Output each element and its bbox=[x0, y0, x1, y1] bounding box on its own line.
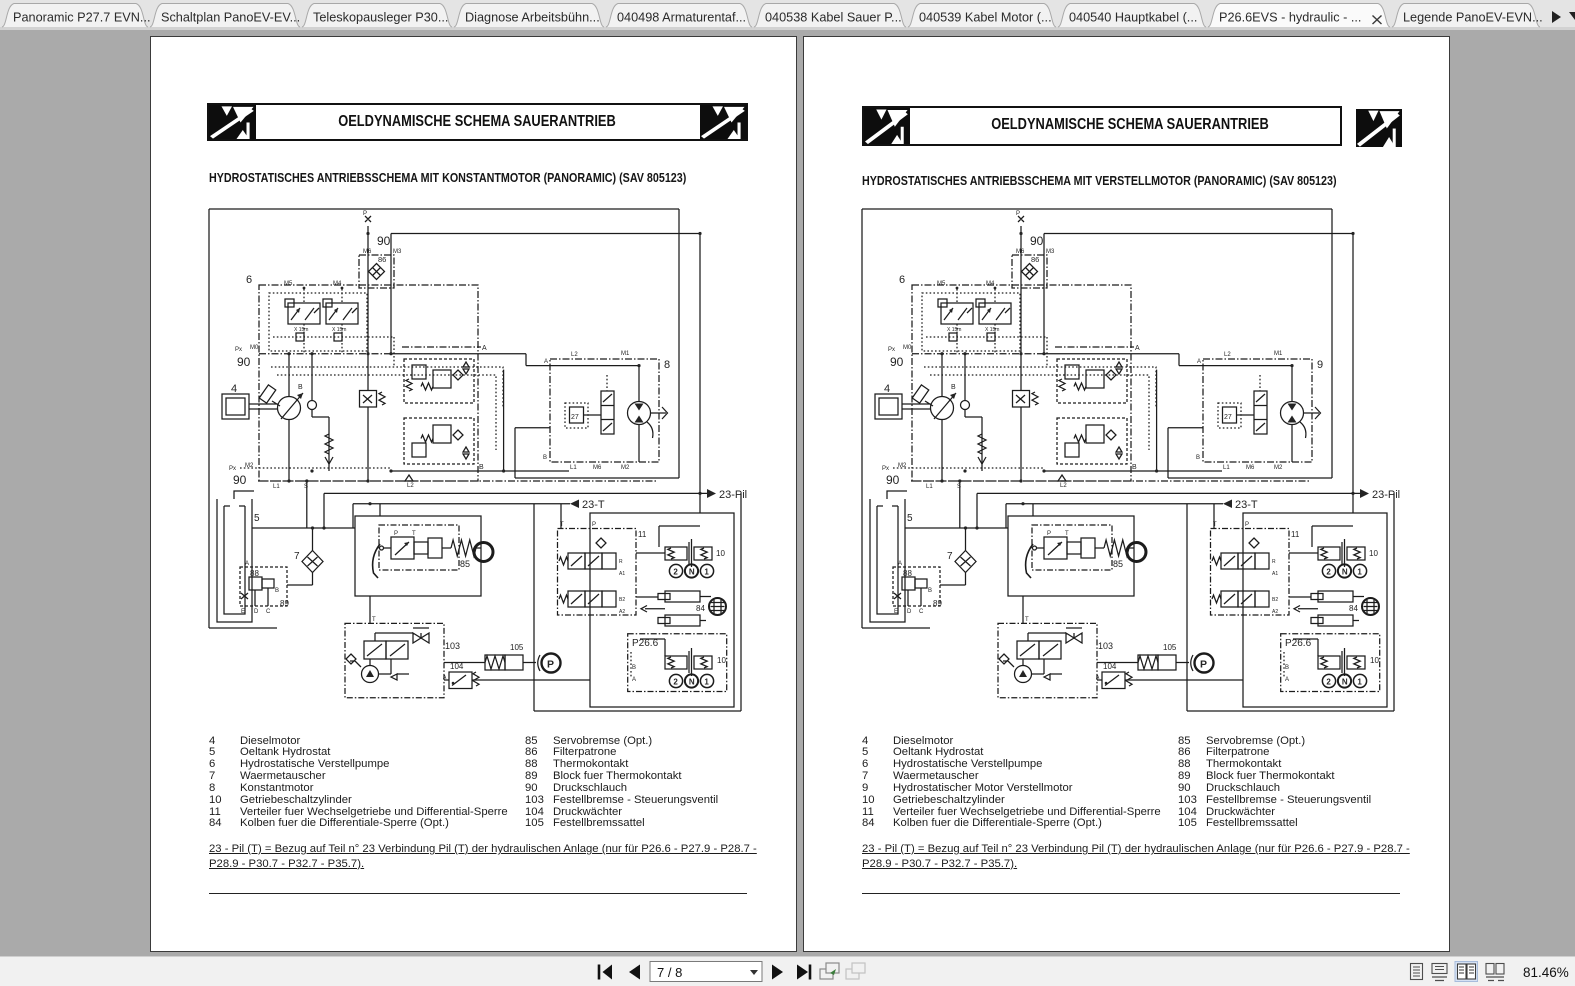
svg-text:Schaltplan PanoEV-EV...: Schaltplan PanoEV-EV... bbox=[161, 11, 300, 25]
svg-text:040498 Armaturentaf...: 040498 Armaturentaf... bbox=[617, 11, 746, 25]
svg-text:040538 Kabel Sauer P...: 040538 Kabel Sauer P... bbox=[765, 11, 902, 25]
svg-text:Diagnose Arbeitsbühn...: Diagnose Arbeitsbühn... bbox=[465, 11, 600, 25]
svg-text:Legende PanoEV-EVN...: Legende PanoEV-EVN... bbox=[1403, 11, 1543, 25]
svg-text:P26.6EVS - hydraulic - ...: P26.6EVS - hydraulic - ... bbox=[1219, 11, 1361, 25]
svg-text:Teleskopausleger P30...: Teleskopausleger P30... bbox=[313, 11, 448, 25]
svg-text:81.46%: 81.46% bbox=[1523, 965, 1569, 980]
svg-text:040539 Kabel Motor (...: 040539 Kabel Motor (... bbox=[919, 11, 1052, 25]
svg-text:7 / 8: 7 / 8 bbox=[657, 965, 682, 980]
svg-text:Panoramic P27.7 EVN...: Panoramic P27.7 EVN... bbox=[13, 11, 151, 25]
svg-text:8: 8 bbox=[664, 359, 670, 371]
svg-text:040540 Hauptkabel (...: 040540 Hauptkabel (... bbox=[1069, 11, 1197, 25]
svg-text:9: 9 bbox=[1317, 359, 1323, 371]
